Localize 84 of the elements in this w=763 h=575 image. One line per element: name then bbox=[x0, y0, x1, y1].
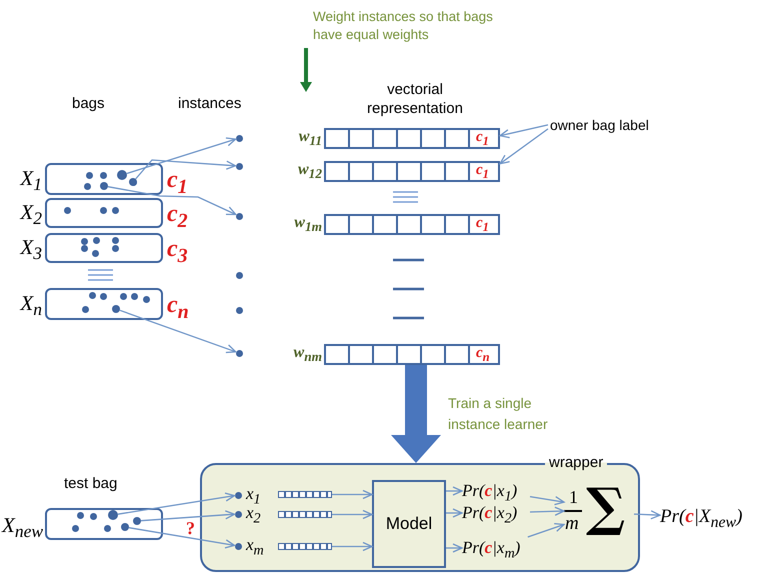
instance-label: x$_{2}$ bbox=[246, 504, 261, 526]
model-box: Model bbox=[372, 480, 446, 568]
class-label: c$_{1}$ bbox=[476, 130, 489, 148]
vector-row bbox=[324, 128, 500, 149]
question-mark: ? bbox=[186, 519, 195, 537]
bag-label: X$_{1}$ bbox=[18, 168, 42, 194]
arrow bbox=[634, 510, 661, 520]
bag-box bbox=[45, 288, 163, 320]
column-heading: vectorial representation bbox=[366, 80, 464, 118]
dot bbox=[100, 182, 108, 190]
arrow bbox=[530, 496, 565, 506]
dot bbox=[108, 510, 118, 520]
instance-dot bbox=[236, 272, 242, 278]
dot bbox=[133, 517, 141, 525]
arrow bbox=[120, 310, 236, 354]
arrow bbox=[446, 543, 463, 553]
weight-label: w$_{11}$ bbox=[298, 129, 322, 148]
instance-dot bbox=[236, 306, 242, 314]
class-label: c$_{1}$ bbox=[476, 163, 489, 180]
bag-label: X$_{2}$ bbox=[18, 202, 42, 228]
class-label: c$_{3}$ bbox=[167, 237, 188, 266]
fraction-numerator: 1 bbox=[569, 488, 578, 506]
vector-row bbox=[324, 161, 500, 182]
probability-label: Pr(c|x$_{1}$) bbox=[462, 480, 530, 502]
arrow bbox=[499, 124, 548, 138]
arrow bbox=[528, 523, 565, 538]
column-heading: instances bbox=[178, 96, 242, 111]
feature-vector-bar bbox=[278, 543, 332, 550]
instance-dot bbox=[234, 510, 242, 518]
arrow bbox=[391, 365, 441, 463]
arrow bbox=[530, 506, 565, 516]
arrow bbox=[140, 510, 236, 522]
dot bbox=[129, 178, 137, 186]
bag-label: X$_{new}$ bbox=[2, 515, 42, 541]
arrow bbox=[446, 508, 463, 518]
sum-symbol: ∑ bbox=[586, 482, 626, 534]
column-heading: test bag bbox=[64, 476, 118, 491]
arrow bbox=[126, 137, 236, 174]
probability-label: Pr(c|x$_{m}$) bbox=[462, 537, 530, 559]
bag-label: X$_{3}$ bbox=[18, 237, 42, 263]
bag-box bbox=[45, 233, 163, 263]
output-label: Pr(c|X$_{new}$) bbox=[660, 504, 762, 530]
arrow bbox=[332, 542, 373, 552]
fraction-denominator: m bbox=[565, 514, 579, 533]
feature-vector-bar bbox=[278, 491, 332, 498]
bag-box bbox=[45, 198, 163, 228]
class-label: c$_{1}$ bbox=[167, 168, 188, 197]
feature-vector-bar bbox=[278, 511, 332, 518]
class-label: c$_{n}$ bbox=[476, 346, 490, 364]
callout-text: owner bag label bbox=[548, 115, 666, 135]
arrow bbox=[135, 159, 236, 180]
arrow bbox=[108, 186, 236, 216]
column-heading: bags bbox=[72, 96, 105, 111]
bag-label: X$_{n}$ bbox=[18, 293, 42, 319]
instance-dot bbox=[236, 212, 242, 220]
arrow bbox=[332, 490, 373, 500]
class-label: c$_{1}$ bbox=[476, 216, 489, 234]
arrow bbox=[332, 510, 373, 520]
probability-label: Pr(c|x$_{2}$) bbox=[462, 502, 530, 524]
arrow bbox=[499, 128, 548, 164]
arrow bbox=[128, 527, 236, 548]
class-label: c$_{n}$ bbox=[167, 293, 189, 322]
bag-box bbox=[45, 508, 163, 540]
weight-label: w$_{nm}$ bbox=[292, 345, 322, 364]
arrow bbox=[300, 48, 312, 92]
class-label: c$_{2}$ bbox=[167, 202, 188, 231]
dot bbox=[117, 170, 127, 180]
instance-label: x$_{1}$ bbox=[246, 485, 261, 507]
note-text: Weight instances so that bags have equal weights bbox=[300, 8, 505, 48]
vector-row bbox=[324, 214, 500, 235]
bag-box bbox=[45, 163, 163, 195]
weight-label: w$_{1m}$ bbox=[293, 215, 322, 234]
vector-row bbox=[324, 344, 500, 365]
arrow bbox=[446, 486, 463, 496]
arrow bbox=[118, 492, 236, 515]
weight-label: w$_{12}$ bbox=[297, 162, 322, 181]
instance-dot bbox=[236, 134, 242, 142]
dot bbox=[121, 523, 129, 531]
instance-dot bbox=[236, 350, 242, 356]
instance-label: x$_{m}$ bbox=[246, 536, 264, 558]
instance-dot bbox=[236, 162, 242, 170]
instance-dot bbox=[234, 542, 242, 550]
instance-dot bbox=[234, 492, 242, 498]
dot bbox=[112, 305, 120, 313]
